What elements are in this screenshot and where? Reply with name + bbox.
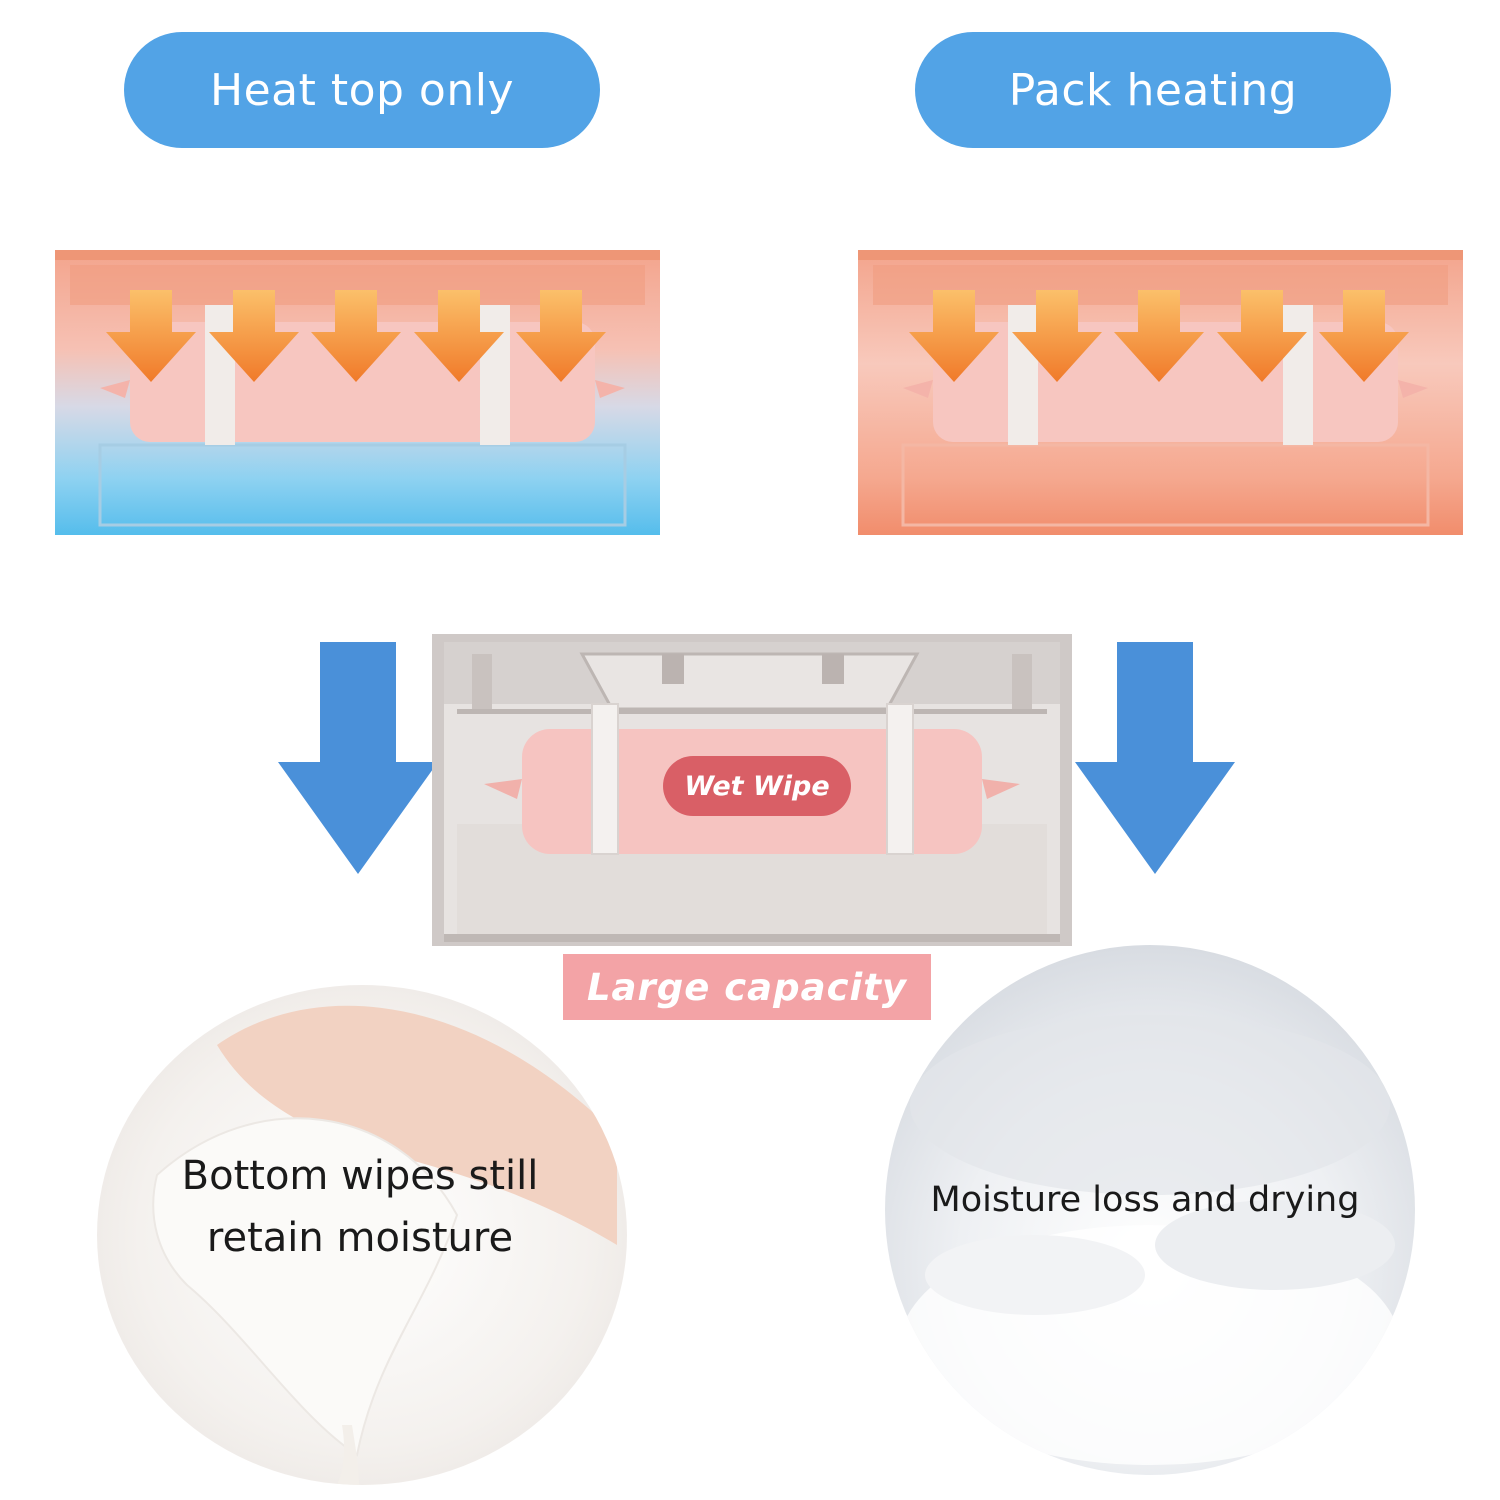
wet-wipe-photo bbox=[97, 985, 627, 1485]
pack-heating-label: Pack heating bbox=[915, 32, 1391, 148]
wet-wipe-label: Wet Wipe bbox=[663, 756, 851, 816]
dry-wipe-photo bbox=[885, 945, 1415, 1475]
large-capacity-label: Large capacity bbox=[563, 954, 931, 1020]
bottom-wipes-caption-line-1: Bottom wipes still bbox=[181, 1153, 539, 1199]
moisture-loss-caption: Moisture loss and drying bbox=[930, 1180, 1360, 1220]
bottom-wipes-caption-line-2: retain moisture bbox=[206, 1215, 514, 1261]
heat-top-only-box bbox=[55, 250, 660, 535]
heat-top-only-label: Heat top only bbox=[124, 32, 600, 148]
pack-heating-box bbox=[858, 250, 1463, 535]
down-arrow-left-icon bbox=[278, 642, 438, 874]
dispenser-cross-section bbox=[432, 634, 1072, 946]
down-arrow-right-icon bbox=[1075, 642, 1235, 874]
bottom-wipes-caption: Bottom wipes still retain moisture bbox=[140, 1145, 580, 1269]
